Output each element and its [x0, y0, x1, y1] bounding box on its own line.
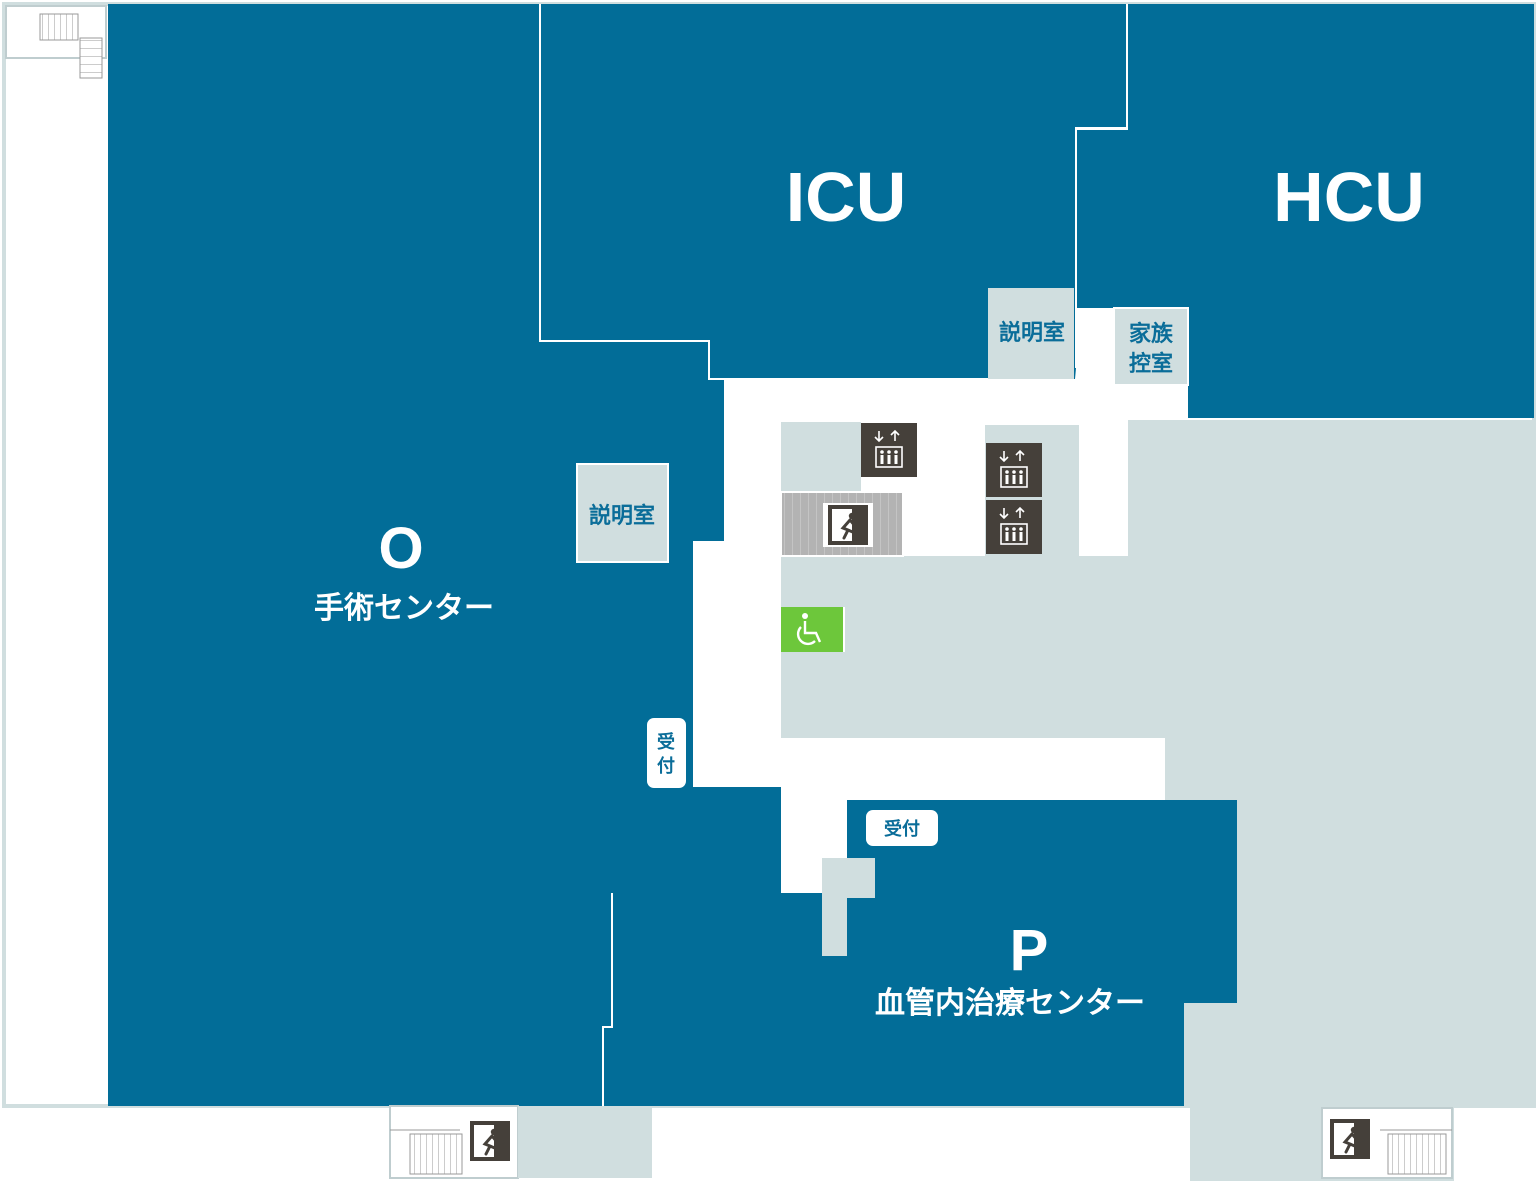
core-area-west	[781, 422, 861, 492]
common-area	[781, 420, 1534, 1181]
elevator-icon	[860, 422, 918, 478]
area-p-letter: P	[1010, 918, 1049, 983]
area-p-shape	[603, 800, 1237, 1106]
room-explanation-icu-label: 説明室	[999, 320, 1065, 346]
emergency-exit-icon	[823, 503, 873, 547]
emergency-exit-icon	[1328, 1117, 1372, 1161]
reception-o-line1: 受	[657, 731, 675, 753]
room-explanation-icu	[988, 288, 1074, 379]
room-explanation-o-label: 説明室	[589, 503, 655, 529]
reception-p: 受付	[866, 810, 938, 846]
west-corridor	[6, 58, 108, 1104]
room-explanation-o	[576, 463, 669, 563]
area-icu-lower	[709, 288, 988, 379]
area-o-name: 手術センター	[314, 591, 494, 626]
wheelchair-icon	[781, 607, 843, 652]
area-hcu-shape	[1076, 4, 1534, 418]
area-o-letter: O	[378, 516, 423, 581]
area-icu-label: ICU	[786, 158, 907, 236]
reception-p-label: 受付	[884, 818, 920, 840]
restroom-area	[781, 652, 845, 738]
reception-o-line2: 付	[657, 755, 675, 777]
stairs-icon	[5, 5, 107, 79]
emergency-exit-icon	[468, 1119, 512, 1163]
area-p-name: 血管内治療センター	[875, 986, 1145, 1021]
room-family-waiting-line2: 控室	[1129, 351, 1173, 377]
stairs-icon	[389, 1105, 652, 1179]
elevator-icon	[985, 499, 1043, 555]
elevator-icon	[985, 442, 1043, 498]
area-icu-shape	[541, 4, 1127, 379]
area-hcu-label: HCU	[1273, 158, 1425, 236]
room-family-waiting	[1113, 307, 1189, 386]
room-family-waiting-line1: 家族	[1129, 321, 1174, 347]
area-o-shape	[108, 4, 781, 1106]
reception-o: 受 付	[647, 718, 686, 788]
